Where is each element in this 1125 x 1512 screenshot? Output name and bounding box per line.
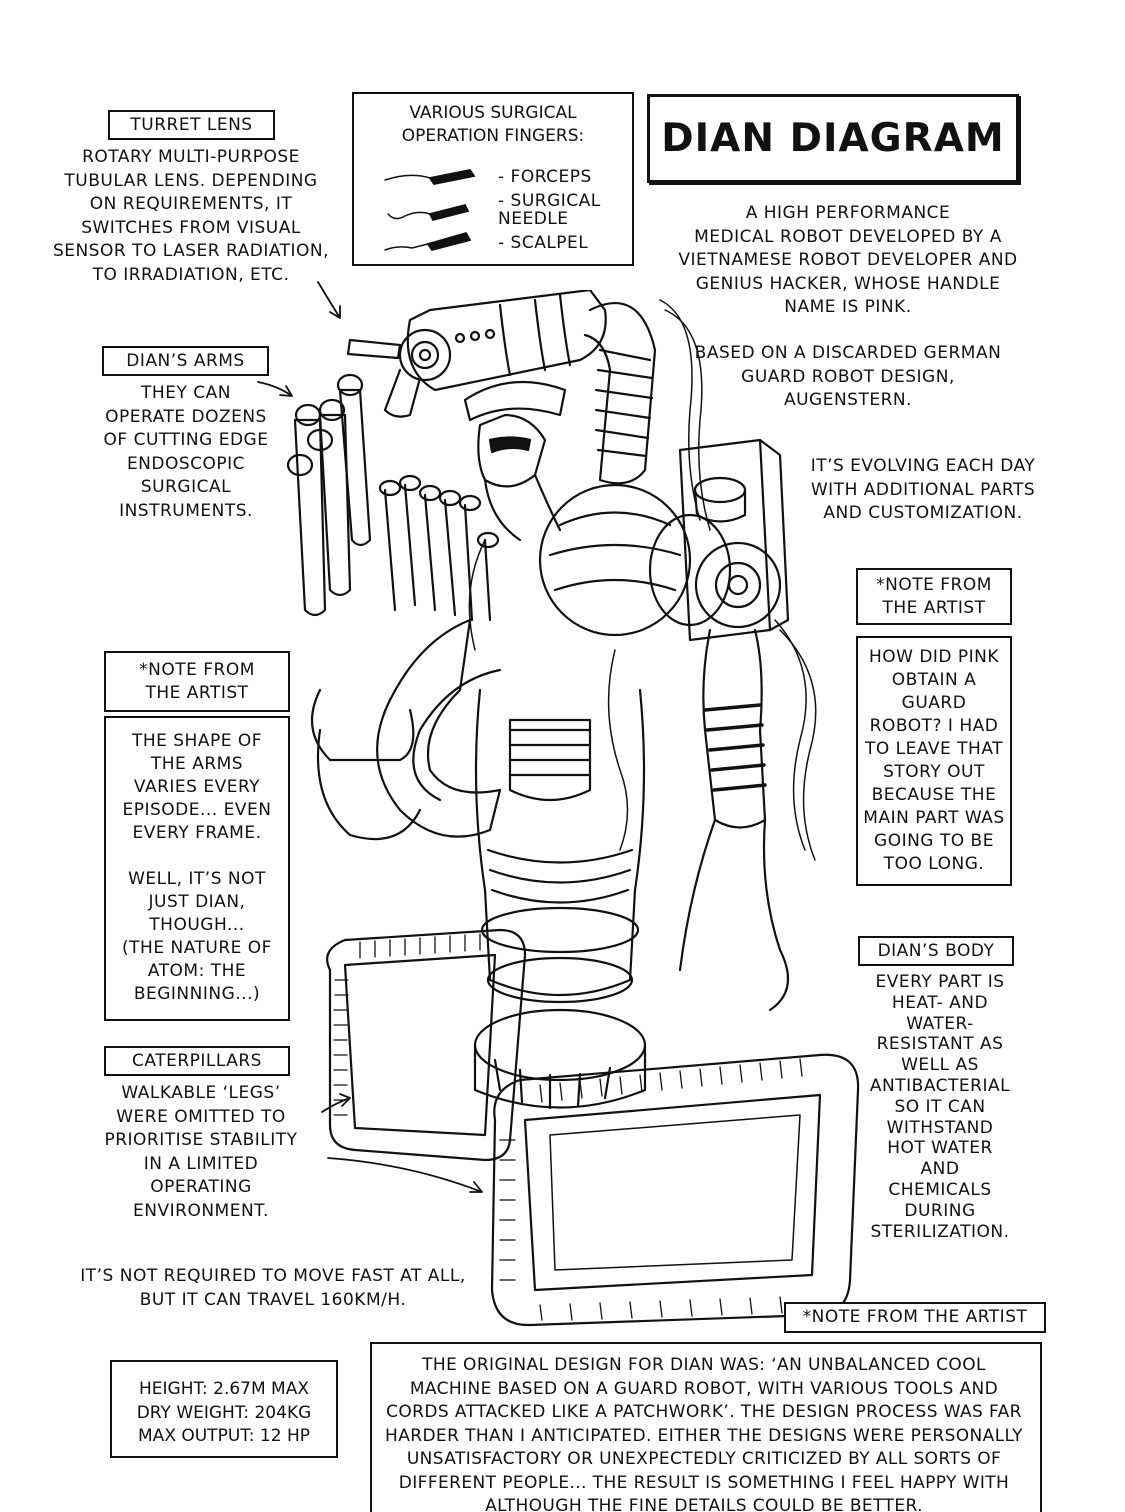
finger-label-needle: - SURGICAL NEEDLE [498, 191, 601, 229]
turret-lens-text: ROTARY MULTI-PURPOSE TUBULAR LENS. DEPEN… [52, 147, 330, 285]
intro-paragraph-3: IT’S EVOLVING EACH DAY WITH ADDITIONAL P… [810, 456, 1036, 523]
cables [468, 539, 817, 861]
spec-output: MAX OUTPUT: 12 HP [138, 1426, 310, 1446]
body-label: DIAN’S BODY [858, 936, 1014, 966]
arms-text: THEY CAN OPERATE DOZENS OF CUTTING EDGE … [103, 383, 269, 521]
robot-illustration [286, 290, 860, 1327]
turret-lens-label: TURRET LENS [108, 110, 275, 140]
caterpillars-label: CATERPILLARS [104, 1046, 290, 1076]
instrument-fingers [286, 373, 500, 622]
surgical-fingers-box: VARIOUS SURGICAL OPERATION FINGERS: - FO… [352, 92, 634, 266]
finger-label-forceps: - FORCEPS [498, 167, 592, 187]
speed-text: IT’S NOT REQUIRED TO MOVE FAST AT ALL, B… [80, 1266, 466, 1310]
intro-paragraph-2: BASED ON A DISCARDED GERMAN GUARD ROBOT … [694, 343, 1002, 410]
finger-label-scalpel: - SCALPEL [498, 233, 589, 253]
body-text: EVERY PART IS HEAT- AND WATER- RESISTANT… [869, 972, 1011, 1242]
right-caterpillar-track [490, 1053, 860, 1327]
specs-box: HEIGHT: 2.67M MAX DRY WEIGHT: 204KG MAX … [110, 1360, 338, 1458]
note-left-text: THE SHAPE OF THE ARMS VARIES EVERY EPISO… [104, 716, 290, 1021]
note-bottom-label: *NOTE FROM THE ARTIST [784, 1302, 1046, 1333]
left-arm [310, 618, 592, 841]
spec-weight: DRY WEIGHT: 204KG [136, 1402, 312, 1423]
robot-head [463, 380, 567, 542]
note-bottom-text: THE ORIGINAL DESIGN FOR DIAN WAS: ‘AN UN… [385, 1355, 1023, 1512]
note-bottom-text-box: THE ORIGINAL DESIGN FOR DIAN WAS: ‘AN UN… [370, 1342, 1042, 1512]
right-arm [678, 628, 790, 1012]
spec-height: HEIGHT: 2.67M MAX [138, 1379, 309, 1399]
title-box: DIAN DIAGRAM [647, 94, 1019, 183]
note-right-label: *NOTE FROM THE ARTIST [856, 568, 1012, 625]
intro-paragraph-1: A HIGH PERFORMANCE MEDICAL ROBOT DEVELOP… [678, 203, 1018, 317]
note-right-text: HOW DID PINK OBTAIN A GUARD ROBOT? I HAD… [856, 636, 1012, 886]
note-left-label: *NOTE FROM THE ARTIST [104, 651, 290, 712]
caterpillars-text: WALKABLE ‘LEGS’ WERE OMITTED TO PRIORITI… [104, 1083, 298, 1221]
base-hub [473, 1008, 647, 1110]
surgical-fingers-heading: VARIOUS SURGICAL OPERATION FINGERS: [401, 103, 585, 146]
page-title: DIAN DIAGRAM [661, 116, 1005, 161]
neck-hose [583, 299, 711, 531]
turret-lens [346, 290, 607, 418]
torso-column [474, 688, 646, 1004]
arms-label: DIAN’S ARMS [102, 346, 269, 376]
